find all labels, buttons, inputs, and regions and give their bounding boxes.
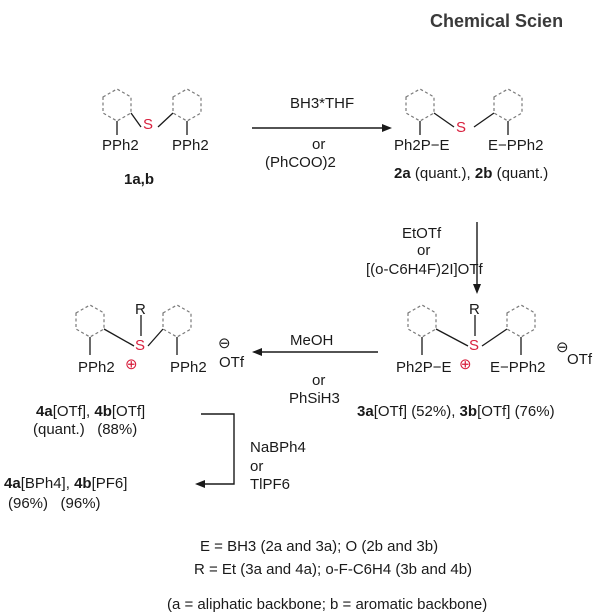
compound-1-label: 1a,b (124, 171, 155, 188)
compound-3-minus-charge: ⊖ (556, 339, 569, 356)
compound-3-sulfur: S (469, 337, 480, 354)
arrow-1-or: or (312, 136, 326, 153)
compound-4-exchanged-label-line: 4a[BPh4], 4b[PF6] (4, 476, 127, 491)
legend-E-definition: E = BH3 (2a and 3a); O (2b and 3b) (200, 538, 439, 555)
arrow-2-top-reagent: EtOTf (402, 225, 442, 242)
reaction-arrow-4 (195, 413, 235, 488)
compound-3b-salt: [OTf] (76%) (477, 403, 555, 420)
legend-R-definition: R = Et (3a and 4a); o-F-C6H4 (3b and 4b) (194, 561, 473, 578)
compound-3-left-substituent: Ph2P−E (396, 359, 452, 376)
arrow-3-or: or (312, 372, 326, 389)
compound-4b-exchanged-salt: [PF6] (91, 475, 128, 492)
compound-4b-label: 4b (94, 403, 112, 420)
compound-4a-salt: [OTf], (52, 403, 95, 420)
compound-4b-salt: [OTf] (111, 403, 146, 420)
compound-3-plus-charge: ⊕ (459, 356, 472, 373)
compound-2b-yield: (quant.) (492, 165, 549, 182)
compound-2a-label: 2a (394, 165, 411, 182)
arrow-2-or: or (417, 242, 431, 259)
compound-4-R: R (135, 301, 146, 318)
compound-4-counterion: OTf (219, 354, 244, 371)
arrow-4-top-reagent: NaBPh4 (250, 439, 306, 456)
compound-4-sulfur: S (135, 337, 146, 354)
compound-3a-salt: [OTf] (52%), (373, 403, 460, 420)
arrow-1-bottom-reagent: (PhCOO)2 (265, 154, 336, 171)
arrow-3-top-reagent: MeOH (290, 332, 334, 349)
arrow-4-or: or (250, 458, 264, 475)
reaction-arrow-2 (473, 222, 481, 294)
journal-title: Chemical Scien (430, 11, 564, 31)
compound-4a-label: 4a (36, 403, 53, 420)
compound-3b-label: 3b (459, 403, 478, 420)
arrow-2-bottom-reagent: [(o-C6H4F)2I]OTf (366, 261, 483, 278)
compound-2-structure (405, 88, 523, 135)
compound-3-label-line: 3a[OTf] (52%), 3b[OTf] (76%) (357, 404, 555, 419)
compound-1-right-substituent: PPh2 (172, 137, 209, 154)
compound-4-left-substituent: PPh2 (78, 359, 115, 376)
compound-2-left-substituent: Ph2P−E (394, 137, 450, 154)
compound-4-yields: (quant.) (88%) (33, 421, 138, 438)
compound-2-label-line: 2a (quant.), 2b (quant.) (394, 166, 548, 181)
arrow-3-bottom-reagent: PhSiH3 (289, 390, 340, 407)
compound-2b-label: 2b (474, 165, 493, 182)
compound-3-R: R (469, 301, 480, 318)
compound-4-label-line: 4a[OTf], 4b[OTf] (36, 404, 145, 419)
compound-1-structure (102, 88, 202, 135)
compound-2a-yield: (quant.), (410, 165, 475, 182)
arrow-4-bottom-reagent: TlPF6 (250, 476, 291, 493)
arrow-1-top-reagent: BH3*THF (290, 95, 355, 112)
compound-3-counterion: OTf (567, 351, 592, 368)
compound-4a-exchanged-label: 4a (4, 475, 21, 492)
compound-3-right-substituent: E−PPh2 (490, 359, 546, 376)
compound-2-sulfur: S (456, 119, 467, 136)
compound-4a-exchanged-salt: [BPh4], (20, 475, 75, 492)
compound-1-sulfur: S (143, 116, 154, 133)
compound-4-right-substituent: PPh2 (170, 359, 207, 376)
compound-4-exchanged-yields: (96%) (96%) (8, 495, 101, 512)
compound-4-plus-charge: ⊕ (125, 356, 138, 373)
compound-4b-exchanged-label: 4b (74, 475, 92, 492)
compound-4-minus-charge: ⊖ (218, 335, 231, 352)
reaction-arrow-3 (252, 348, 378, 356)
compound-1-left-substituent: PPh2 (102, 137, 139, 154)
reaction-arrow-1 (252, 124, 392, 132)
compound-2-right-substituent: E−PPh2 (488, 137, 544, 154)
compound-3a-label: 3a (357, 403, 374, 420)
compound-3-structure (407, 304, 536, 355)
compound-4-structure (75, 304, 192, 355)
legend-backbone-definition: (a = aliphatic backbone; b = aromatic ba… (167, 596, 488, 613)
